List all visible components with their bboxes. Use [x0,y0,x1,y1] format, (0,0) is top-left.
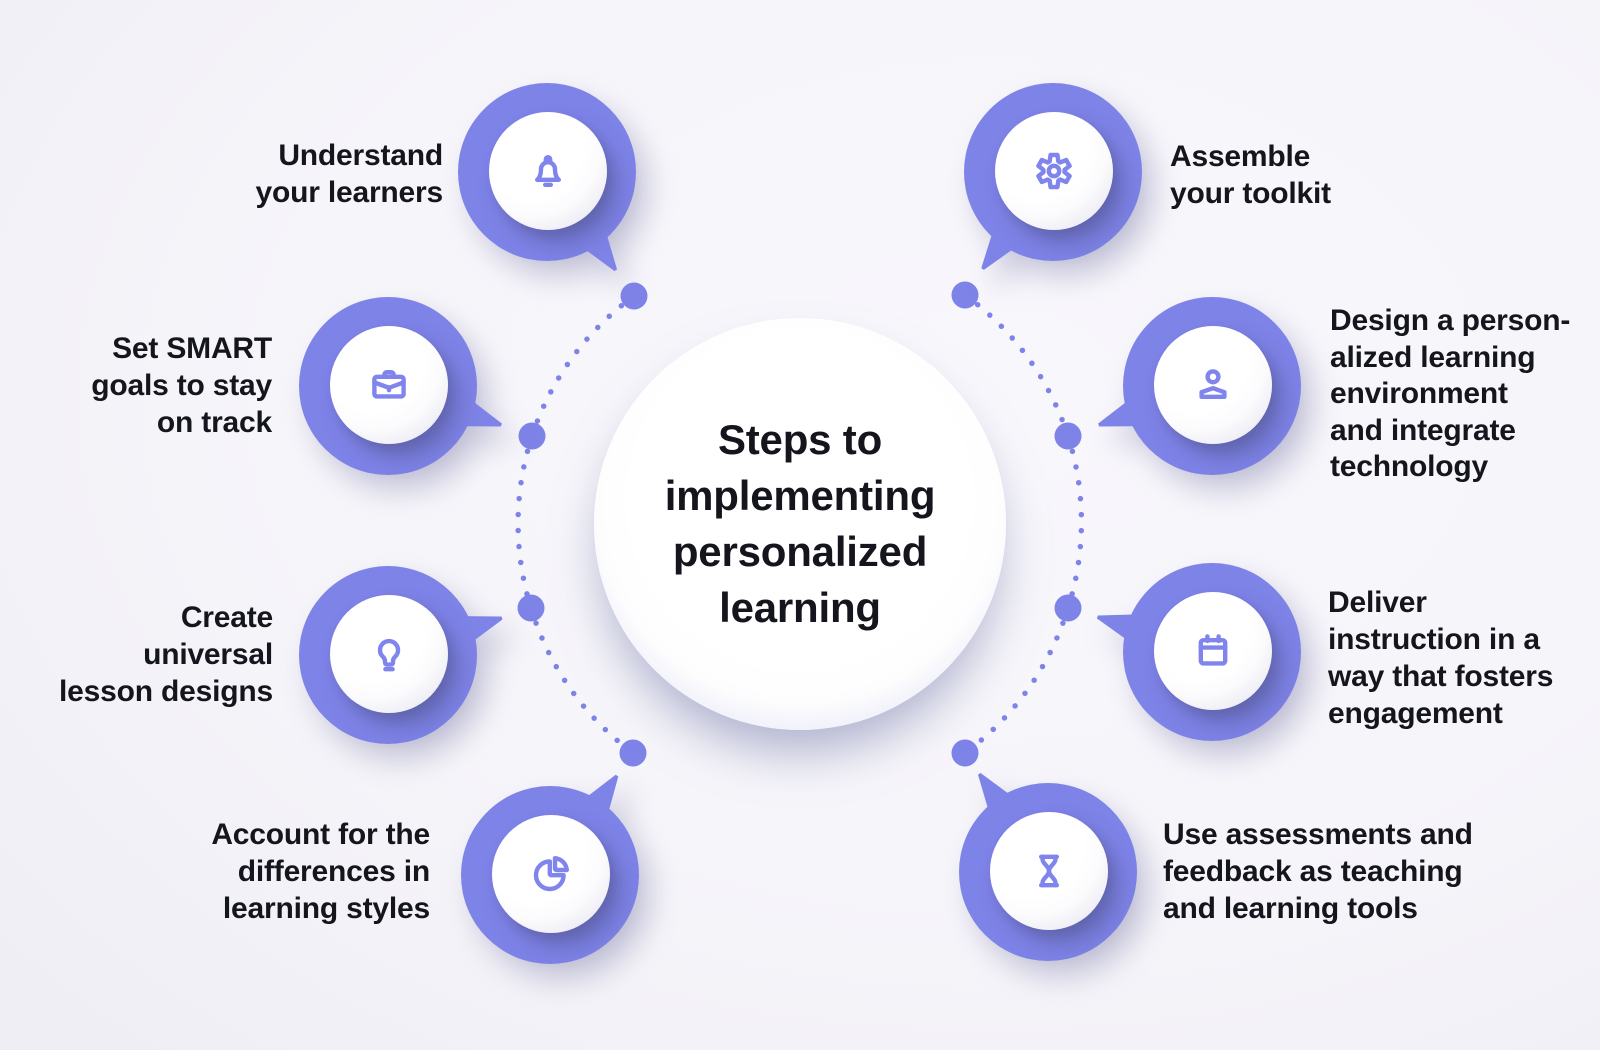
connector-dot [951,281,979,309]
bubble-sphere [330,595,448,713]
connector-dot [620,282,648,310]
calendar-icon [1198,634,1228,666]
bubble-design-environment [1123,297,1301,475]
pie-chart-icon [533,856,569,892]
bubble-sphere [1154,592,1272,710]
bubble-sphere [1154,326,1272,444]
connector-dot [1054,422,1082,450]
bubble-learning-styles [461,786,639,964]
label-smart-goals: Set SMART goals to stay on track [91,332,272,439]
label-use-assessments: Use assessments and feedback as teaching… [1163,818,1473,925]
label-design-environment: Design a person- alized learning environ… [1330,304,1571,483]
lightbulb-icon [377,638,401,672]
diagram-title: Steps to implementing personalized learn… [664,416,936,631]
bubble-sphere [492,815,610,933]
person-icon [1199,369,1227,399]
connector-arc [962,605,1071,756]
connector-dot [517,594,545,622]
bubble-lesson-designs [299,566,477,744]
briefcase-icon [372,370,406,399]
bubble-sphere [489,112,607,230]
bubble-sphere [330,326,448,444]
label-assemble-toolkit: Assemble your toolkit [1170,140,1331,210]
connector-arc [962,292,1071,439]
connector-arc [515,433,535,611]
connector-arc [528,605,636,756]
label-learning-styles: Account for the differences in learning … [211,818,430,925]
bubble-sphere [990,812,1108,930]
bubble-use-assessments [959,783,1137,961]
bubble-deliver-instruction [1123,563,1301,741]
connector-arc [1065,433,1085,611]
connector-dot [619,739,647,767]
gear-icon [1036,152,1072,190]
bell-icon [535,155,561,187]
label-lesson-designs: Create universal lesson designs [59,601,273,708]
connector-dot [1054,594,1082,622]
center-circle: Steps to implementing personalized learn… [594,318,1006,730]
label-deliver-instruction: Deliver instruction in a way that foster… [1328,586,1554,730]
connector-dot [951,739,979,767]
bubble-understand-learners [458,83,636,261]
connector-arc [529,293,637,439]
connector-dot [518,422,546,450]
hourglass-icon [1039,854,1059,888]
bubble-assemble-toolkit [964,83,1142,261]
bubble-smart-goals [299,297,477,475]
label-understand-learners: Understand your learners [255,139,444,209]
bubble-sphere [995,112,1113,230]
